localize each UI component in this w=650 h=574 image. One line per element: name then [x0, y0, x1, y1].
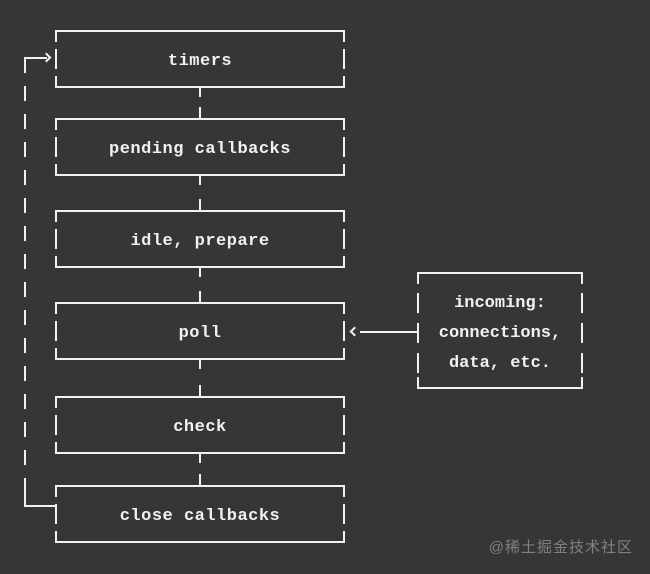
box-side-pipe — [55, 415, 57, 435]
incoming-row: connections, — [417, 318, 583, 348]
box-border-top — [55, 302, 345, 304]
loop-dashed-line — [24, 58, 26, 496]
box-side-pipe — [343, 229, 345, 249]
box-side-pipe — [343, 321, 345, 341]
connector-tick-down — [199, 268, 201, 277]
connector-tick-down — [199, 176, 201, 185]
box-side-pipe — [55, 229, 57, 249]
box-side-pipe — [55, 321, 57, 341]
box-corner-tick — [343, 531, 345, 543]
phase-label: pending callbacks — [109, 139, 291, 159]
box-side-pipe — [55, 504, 57, 524]
box-side-pipe — [581, 323, 583, 343]
box-corner-tick — [581, 377, 583, 389]
box-side-pipe — [343, 504, 345, 524]
incoming-row: data, etc. — [417, 348, 583, 378]
connector-tick-up — [199, 385, 201, 396]
box-corner-tick — [343, 348, 345, 360]
box-border-bottom — [55, 174, 345, 176]
incoming-line: incoming: — [454, 293, 546, 313]
box-border-bottom — [55, 452, 345, 454]
box-border-bottom — [55, 86, 345, 88]
box-corner-tick — [55, 531, 57, 543]
incoming-line: data, etc. — [448, 353, 552, 373]
phase-label: close callbacks — [119, 506, 281, 526]
box-corner-tick — [343, 485, 345, 497]
phase-box-idle-prepare: idle, prepare — [55, 199, 345, 277]
box-side-pipe — [343, 49, 345, 69]
box-corner-tick — [343, 256, 345, 268]
loop-elbow-bottom-line — [24, 505, 57, 507]
watermark: @稀土掘金技术社区 — [488, 539, 633, 556]
phase-box-timers: timers — [55, 30, 345, 97]
box-corner-tick — [343, 76, 345, 88]
box-corner-tick — [343, 30, 345, 42]
box-side-pipe — [417, 353, 419, 373]
box-border-bottom — [417, 387, 583, 389]
box-corner-tick — [417, 377, 419, 389]
connector-tick-up — [199, 291, 201, 302]
box-corner-tick — [55, 256, 57, 268]
phase-box-check: check — [55, 385, 345, 463]
box-corner-tick — [55, 396, 57, 408]
box-border-top — [55, 118, 345, 120]
box-corner-tick — [417, 272, 419, 284]
box-corner-tick — [343, 396, 345, 408]
phase-box-pending-callbacks: pending callbacks — [55, 107, 345, 185]
arrowhead-left-icon — [349, 326, 360, 337]
box-corner-tick — [55, 442, 57, 454]
connector-tick-up — [199, 474, 201, 485]
incoming-row: incoming: — [417, 288, 583, 318]
loop-corner-stub — [24, 492, 26, 507]
box-side-pipe — [343, 415, 345, 435]
incoming-line: connections, — [438, 323, 562, 343]
box-border-top — [55, 485, 345, 487]
connector-tick-down — [199, 88, 201, 97]
box-side-pipe — [55, 49, 57, 69]
loop-arrow-top-line — [24, 57, 47, 59]
incoming-box: incoming: connections, data, etc. — [417, 272, 583, 389]
box-border-bottom — [55, 266, 345, 268]
box-corner-tick — [343, 210, 345, 222]
box-border-top — [55, 396, 345, 398]
box-corner-tick — [55, 348, 57, 360]
phase-label: idle, prepare — [130, 231, 270, 251]
box-corner-tick — [55, 164, 57, 176]
box-side-pipe — [581, 353, 583, 373]
box-corner-tick — [343, 118, 345, 130]
phase-label: timers — [167, 51, 233, 71]
phase-label: poll — [178, 323, 222, 343]
box-side-pipe — [417, 293, 419, 313]
connector-tick-down — [199, 454, 201, 463]
incoming-arrow-line — [360, 331, 417, 333]
box-side-pipe — [417, 323, 419, 343]
box-corner-tick — [55, 485, 57, 497]
box-border-bottom — [55, 541, 345, 543]
connector-tick-up — [199, 199, 201, 210]
connector-tick-up — [199, 107, 201, 118]
box-border-bottom — [55, 358, 345, 360]
box-corner-tick — [55, 76, 57, 88]
box-corner-tick — [343, 442, 345, 454]
box-border-top — [55, 210, 345, 212]
box-corner-tick — [55, 302, 57, 314]
box-side-pipe — [55, 137, 57, 157]
phase-box-close-callbacks: close callbacks — [55, 474, 345, 543]
phase-box-poll: poll — [55, 291, 345, 369]
box-corner-tick — [55, 118, 57, 130]
phase-label: check — [173, 417, 227, 437]
box-border-top — [417, 272, 583, 274]
box-corner-tick — [55, 210, 57, 222]
box-corner-tick — [343, 164, 345, 176]
connector-tick-down — [199, 360, 201, 369]
box-corner-tick — [343, 302, 345, 314]
box-corner-tick — [55, 30, 57, 42]
arrowhead-right-icon — [41, 52, 52, 63]
box-corner-tick — [581, 272, 583, 284]
box-side-pipe — [581, 293, 583, 313]
box-border-top — [55, 30, 345, 32]
box-side-pipe — [343, 137, 345, 157]
